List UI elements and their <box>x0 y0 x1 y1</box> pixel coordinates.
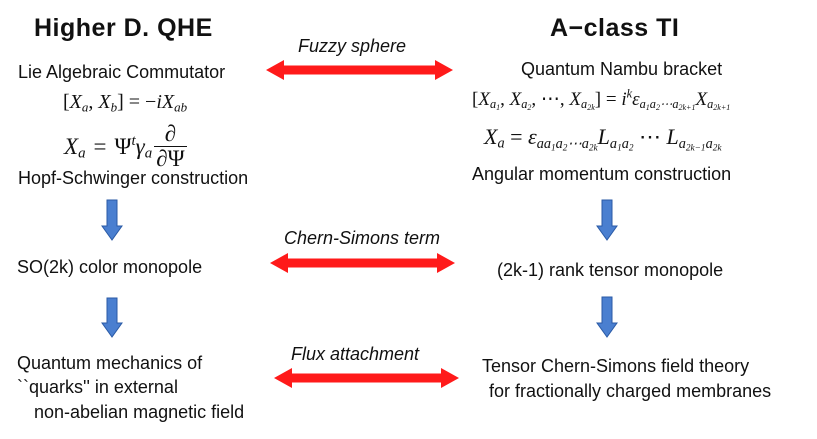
right-title: A−class TI <box>550 14 680 42</box>
tensor-monopole-text: (2k-1) rank tensor monopole <box>497 260 724 280</box>
left-down-arrow-2 <box>101 297 123 338</box>
quantum-mechanics-line2: ``quarks'' in external <box>17 377 178 397</box>
hopf-schwinger-formula: Xa=Ψtγa ∂∂Ψ <box>64 121 187 172</box>
quantum-mechanics-line3: non-abelian magnetic field <box>34 402 245 422</box>
chern-simons-term-label: Chern-Simons term <box>284 228 441 248</box>
tensor-chern-simons-line2: for fractionally charged membranes <box>489 381 772 401</box>
quantum-nambu-bracket-heading: Quantum Nambu bracket <box>521 59 723 79</box>
fuzzy-sphere-double-arrow <box>266 60 453 80</box>
left-title: Higher D. QHE <box>34 14 213 42</box>
fuzzy-sphere-label: Fuzzy sphere <box>298 36 407 56</box>
left-down-arrow-1 <box>101 199 123 241</box>
so2k-color-monopole-text: SO(2k) color monopole <box>17 257 203 277</box>
quantum-mechanics-line1: Quantum mechanics of <box>17 353 203 373</box>
lie-algebraic-commutator-heading: Lie Algebraic Commutator <box>18 62 226 82</box>
right-down-arrow-1 <box>596 199 618 241</box>
angular-momentum-construction-text: Angular momentum construction <box>472 164 732 184</box>
tensor-chern-simons-line1: Tensor Chern-Simons field theory <box>482 356 750 376</box>
flux-attachment-label: Flux attachment <box>291 344 420 364</box>
hopf-schwinger-construction-text: Hopf-Schwinger construction <box>18 168 249 188</box>
chern-simons-double-arrow <box>270 253 455 273</box>
commutator-formula: [Xa, Xb] = −iXab <box>63 91 188 115</box>
nambu-bracket-formula: [Xa1, Xa2, ⋯, Xa2k] = ikεa1a2⋯a2k+1Xa2k+… <box>472 86 731 113</box>
flux-attachment-double-arrow <box>274 368 459 388</box>
angular-momentum-formula: Xa = εaa1a2⋯a2kLa1a2 ⋯ La2k−1a2k <box>484 124 722 153</box>
right-down-arrow-2 <box>596 296 618 338</box>
